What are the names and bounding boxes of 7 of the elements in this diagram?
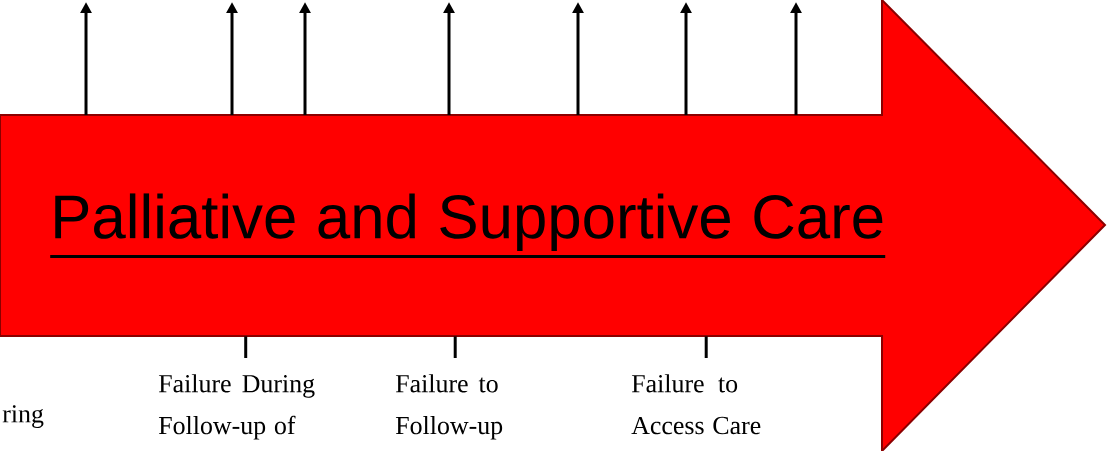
connector-line <box>244 336 248 358</box>
connector-line <box>704 336 708 358</box>
failure-label: Failure to Access Care <box>631 374 761 435</box>
failure-label: Failure to Follow-up <box>395 374 503 440</box>
partial-label: ring <box>2 405 44 428</box>
connector-line <box>453 336 457 358</box>
failure-label: Failure During Follow-up of <box>158 374 315 440</box>
